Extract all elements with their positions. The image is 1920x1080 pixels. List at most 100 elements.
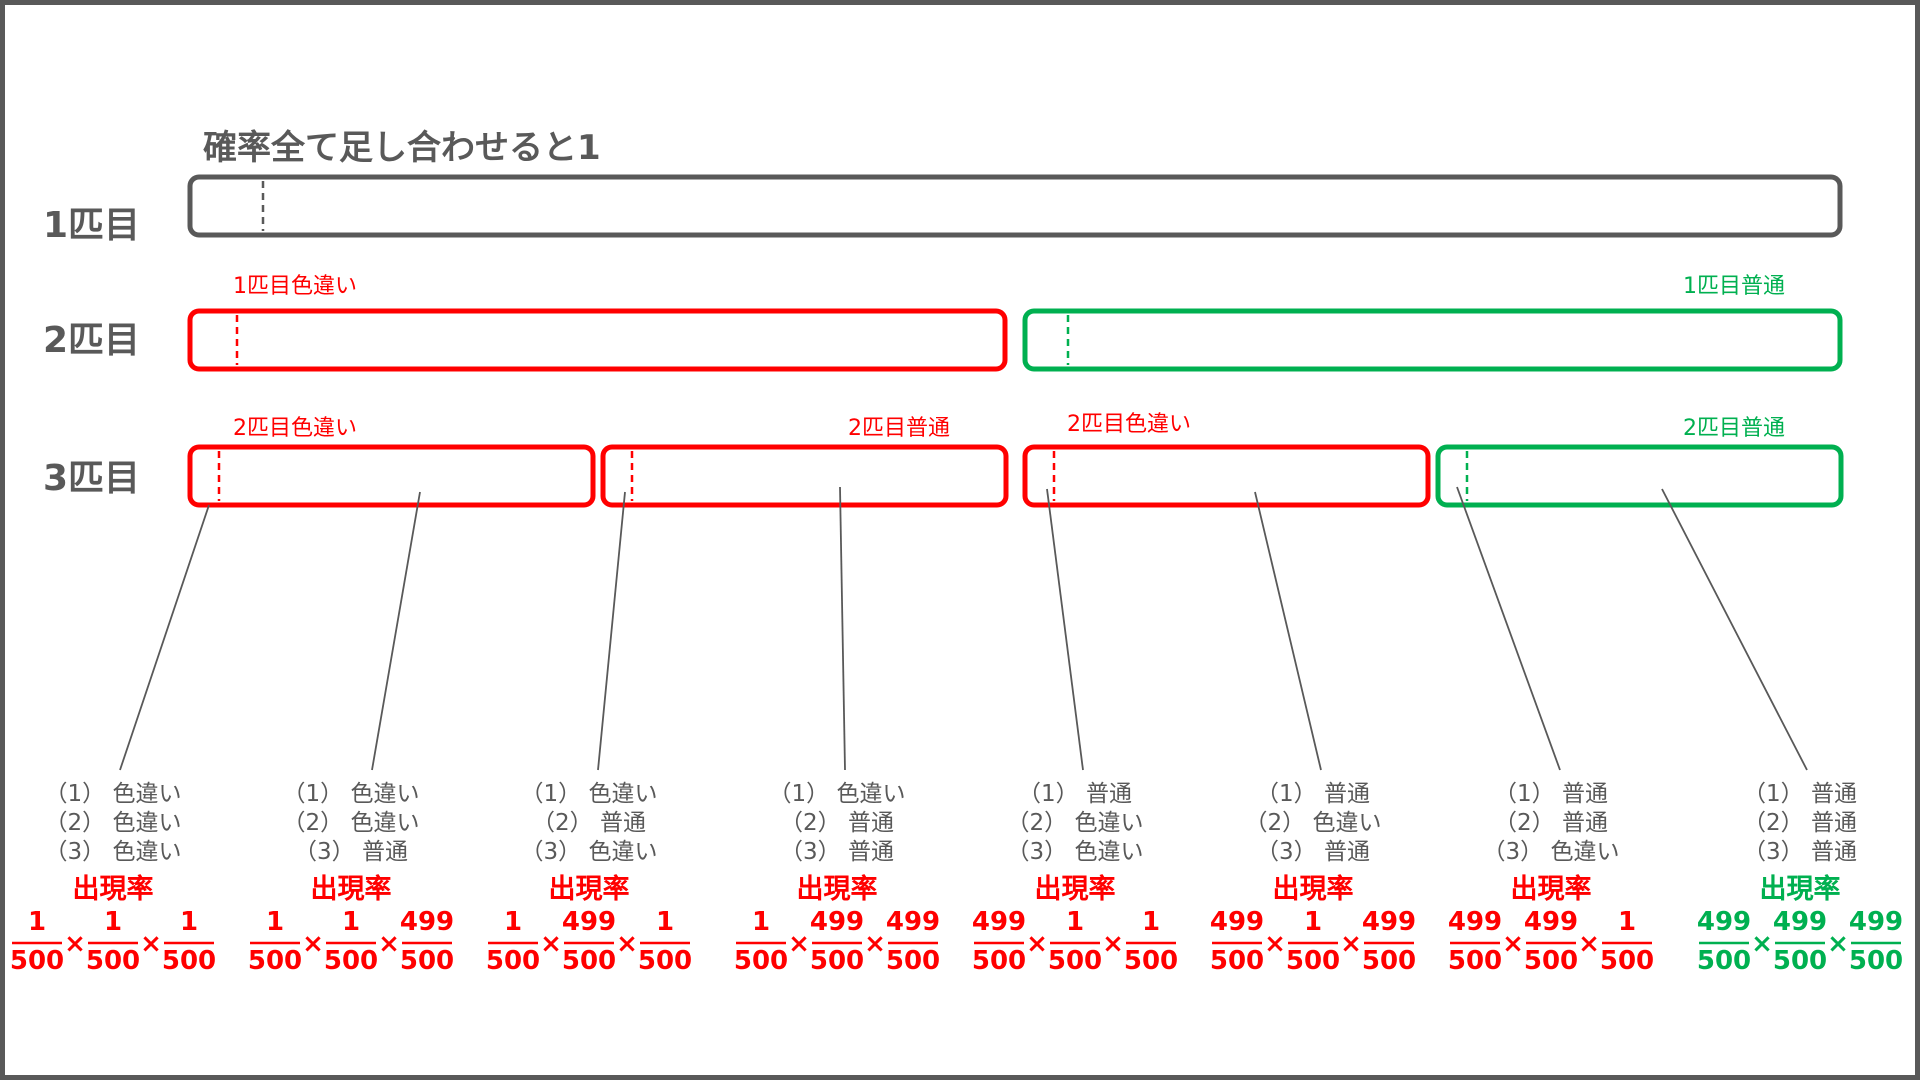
case-line: （1） 色違い	[283, 781, 420, 807]
case-line: （3） 普通	[294, 839, 408, 865]
connector-line	[839, 486, 846, 771]
fraction-numerator: 499	[1773, 907, 1827, 937]
connector-line	[1254, 491, 1322, 771]
bar-label-row2-shiny: 1匹目色違い	[233, 274, 357, 299]
case-line: （3） 色違い	[1483, 839, 1620, 865]
fraction-numerator: 499	[562, 907, 616, 937]
fraction-denominator: 500	[324, 946, 378, 976]
row3-bar-a	[187, 444, 596, 508]
multiply-sign: ×	[1751, 929, 1773, 959]
fraction-denominator: 500	[1448, 946, 1502, 976]
fraction-denominator: 500	[638, 946, 692, 976]
case-line: （1） 色違い	[769, 781, 906, 807]
case-line: （3） 色違い	[45, 839, 182, 865]
multiply-sign: ×	[864, 929, 886, 959]
fraction-denominator: 500	[1524, 946, 1578, 976]
bar-label-row3-a: 2匹目色違い	[233, 416, 357, 441]
case-line: （2） 色違い	[1007, 810, 1144, 836]
case-line: （1） 色違い	[45, 781, 182, 807]
row3-bar-d	[1435, 444, 1844, 508]
row2-bar-shiny	[187, 308, 1008, 372]
case-line: （2） 色違い	[283, 810, 420, 836]
fraction-numerator: 1	[1304, 907, 1322, 937]
fraction-numerator: 1	[752, 907, 770, 937]
fraction-numerator: 1	[28, 907, 46, 937]
row2-bar-normal	[1022, 308, 1843, 372]
row3-bar-c	[1022, 444, 1431, 508]
fraction-numerator: 1	[342, 907, 360, 937]
multiply-sign: ×	[616, 929, 638, 959]
fraction-numerator: 1	[1618, 907, 1636, 937]
connector-line	[597, 491, 626, 771]
fraction-numerator: 1	[1142, 907, 1160, 937]
fraction-numerator: 499	[1697, 907, 1751, 937]
fraction-denominator: 500	[400, 946, 454, 976]
multiply-sign: ×	[1578, 929, 1600, 959]
row-label-1: 1匹目	[43, 205, 140, 246]
fraction-denominator: 500	[810, 946, 864, 976]
fraction-numerator: 1	[656, 907, 674, 937]
fraction-numerator: 499	[1448, 907, 1502, 937]
case-line: （1） 普通	[1256, 781, 1370, 807]
multiply-sign: ×	[1827, 929, 1849, 959]
case-line: （2） 色違い	[1245, 810, 1382, 836]
rate-label: 出現率	[1760, 873, 1841, 905]
case-line: （3） 色違い	[1007, 839, 1144, 865]
fraction-denominator: 500	[1286, 946, 1340, 976]
fraction-numerator: 499	[400, 907, 454, 937]
multiply-sign: ×	[1502, 929, 1524, 959]
fraction-numerator: 1	[266, 907, 284, 937]
row1-bar	[187, 174, 1843, 238]
multiply-sign: ×	[1102, 929, 1124, 959]
bar-label-row3-d: 2匹目普通	[1683, 416, 1785, 441]
case-line: （2） 色違い	[45, 810, 182, 836]
case-line: （2） 普通	[780, 810, 894, 836]
fraction-denominator: 500	[162, 946, 216, 976]
rate-label: 出現率	[797, 873, 878, 905]
diagram-title: 確率全て足し合わせると1	[203, 128, 601, 168]
connector-line	[1661, 488, 1808, 771]
connector-line	[371, 491, 421, 771]
fraction-numerator: 499	[810, 907, 864, 937]
fraction-denominator: 500	[886, 946, 940, 976]
row3-bar-b	[600, 444, 1009, 508]
fraction-numerator: 499	[886, 907, 940, 937]
fraction-denominator: 500	[1849, 946, 1903, 976]
fraction-denominator: 500	[486, 946, 540, 976]
fraction-numerator: 1	[1066, 907, 1084, 937]
multiply-sign: ×	[302, 929, 324, 959]
multiply-sign: ×	[140, 929, 162, 959]
connector-line	[1456, 486, 1561, 771]
rate-label: 出現率	[1273, 873, 1354, 905]
fraction-denominator: 500	[972, 946, 1026, 976]
fraction-denominator: 500	[1210, 946, 1264, 976]
multiply-sign: ×	[1264, 929, 1286, 959]
fraction-denominator: 500	[86, 946, 140, 976]
bar-label-row3-c: 2匹目色違い	[1067, 412, 1191, 437]
fraction-denominator: 500	[1048, 946, 1102, 976]
fraction-numerator: 1	[104, 907, 122, 937]
connector-line	[119, 504, 210, 771]
case-line: （3） 普通	[1256, 839, 1370, 865]
fraction-denominator: 500	[734, 946, 788, 976]
case-line: （2） 普通	[1743, 810, 1857, 836]
rate-label: 出現率	[311, 873, 392, 905]
multiply-sign: ×	[540, 929, 562, 959]
fraction-numerator: 499	[1362, 907, 1416, 937]
outcome-cases: （1） 色違い（2） 色違い（3） 色違い出現率1500×1500×1500（1…	[10, 781, 1903, 976]
rate-label: 出現率	[549, 873, 630, 905]
case-line: （1） 普通	[1743, 781, 1857, 807]
fraction-denominator: 500	[1362, 946, 1416, 976]
fraction-numerator: 499	[972, 907, 1026, 937]
multiply-sign: ×	[1340, 929, 1362, 959]
fraction-denominator: 500	[1697, 946, 1751, 976]
fraction-numerator: 499	[1849, 907, 1903, 937]
row-label-2: 2匹目	[43, 320, 140, 361]
multiply-sign: ×	[1026, 929, 1048, 959]
case-line: （1） 色違い	[521, 781, 658, 807]
bar-label-row3-b: 2匹目普通	[848, 416, 950, 441]
